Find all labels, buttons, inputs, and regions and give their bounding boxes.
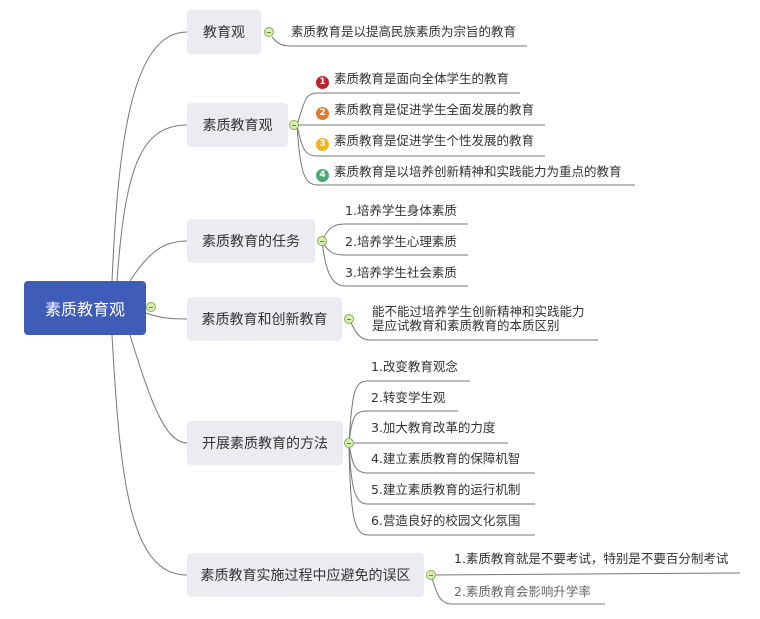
number-badge-2-icon: 2: [316, 107, 329, 120]
branch-label: 教育观: [203, 25, 245, 41]
leaf-item[interactable]: 6.营造良好的校园文化氛围: [371, 513, 521, 528]
leaf-item[interactable]: 5.建立素质教育的运行机制: [371, 482, 521, 497]
branch-node-tasks[interactable]: 素质教育的任务: [187, 219, 315, 263]
branch-label: 素质教育观: [202, 118, 273, 134]
leaf-item[interactable]: 4 素质教育是以培养创新精神和实践能力为重点的教育: [316, 164, 622, 182]
branch-node-misconceptions[interactable]: 素质教育实施过程中应避免的误区: [187, 553, 424, 597]
leaf-item[interactable]: 3.培养学生社会素质: [345, 265, 457, 280]
root-node[interactable]: 素质教育观: [24, 281, 146, 335]
collapse-minus-icon[interactable]: [344, 438, 354, 448]
root-label: 素质教育观: [44, 300, 125, 319]
collapse-minus-icon[interactable]: [146, 302, 156, 312]
leaf-item[interactable]: 2.转变学生观: [371, 390, 446, 405]
collapse-minus-icon[interactable]: [426, 570, 436, 580]
leaf-item[interactable]: 1.素质教育就是不要考试，特别是不要百分制考试: [454, 551, 729, 566]
branch-node-education-view[interactable]: 教育观: [187, 10, 261, 54]
leaf-item[interactable]: 3.加大教育改革的力度: [371, 420, 496, 435]
leaf-item[interactable]: 1 素质教育是面向全体学生的教育: [316, 71, 509, 89]
leaf-text: 素质教育是以培养创新精神和实践能力为重点的教育: [334, 164, 622, 179]
number-badge-1-icon: 1: [316, 76, 329, 89]
branch-label: 素质教育和创新教育: [201, 312, 328, 328]
leaf-item[interactable]: 1.改变教育观念: [371, 359, 458, 374]
leaf-text-line-2: 是应试教育和素质教育的本质区别: [372, 318, 560, 333]
collapse-minus-icon[interactable]: [344, 314, 354, 324]
leaf-item[interactable]: 素质教育是以提高民族素质为宗旨的教育: [291, 24, 517, 39]
leaf-item[interactable]: 2.培养学生心理素质: [345, 234, 457, 249]
branch-node-methods[interactable]: 开展素质教育的方法: [187, 421, 343, 465]
leaf-item[interactable]: 2 素质教育是促进学生全面发展的教育: [316, 102, 534, 120]
branch-label: 素质教育的任务: [202, 234, 300, 250]
branch-label: 素质教育实施过程中应避免的误区: [200, 568, 411, 584]
branch-label: 开展素质教育的方法: [202, 436, 328, 452]
collapse-minus-icon[interactable]: [264, 27, 274, 37]
number-badge-3-icon: 3: [316, 138, 329, 151]
collapse-minus-icon[interactable]: [289, 120, 299, 130]
leaf-text: 素质教育是促进学生个性发展的教育: [334, 133, 535, 148]
leaf-item[interactable]: 能不能过培养学生创新精神和实践能力 是应试教育和素质教育的本质区别: [372, 305, 585, 333]
number-badge-4-icon: 4: [316, 169, 329, 182]
collapse-minus-icon[interactable]: [317, 236, 327, 246]
branch-node-innovation-education[interactable]: 素质教育和创新教育: [187, 297, 342, 341]
branch-node-quality-education-view[interactable]: 素质教育观: [187, 103, 288, 147]
leaf-item[interactable]: 4.建立素质教育的保障机智: [371, 451, 521, 466]
leaf-item[interactable]: 2.素质教育会影响升学率: [454, 584, 591, 599]
leaf-item[interactable]: 3 素质教育是促进学生个性发展的教育: [316, 133, 534, 151]
leaf-item[interactable]: 1.培养学生身体素质: [345, 203, 457, 218]
leaf-text: 素质教育是促进学生全面发展的教育: [334, 102, 535, 117]
leaf-text: 素质教育是面向全体学生的教育: [334, 71, 510, 86]
leaf-text-line-1: 能不能过培养学生创新精神和实践能力: [372, 304, 585, 319]
